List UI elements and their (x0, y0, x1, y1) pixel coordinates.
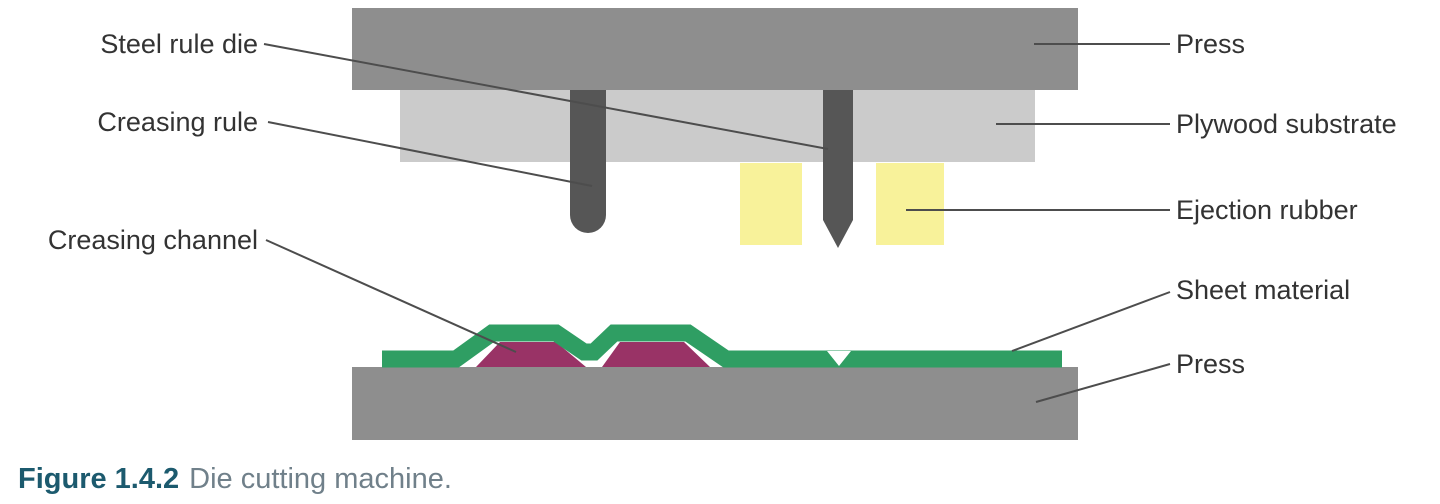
creasing-rule-shape (570, 90, 606, 233)
label-plywood-substrate: Plywood substrate (1176, 109, 1397, 139)
leader-line-press-bottom (1035, 363, 1171, 403)
leader-line-steel-rule-die (263, 43, 829, 150)
label-creasing-channel: Creasing channel (47, 225, 258, 255)
sheet-cut-notch (827, 351, 851, 366)
figure-caption-number: Figure 1.4.2 (18, 463, 180, 495)
press-top-shape (352, 8, 1078, 90)
ejection-rubber-left-shape (740, 163, 802, 245)
label-press-top: Press (1176, 29, 1246, 59)
label-sheet-material: Sheet material (1176, 275, 1351, 305)
figure-caption: Figure 1.4.2 Die cutting machine. (18, 462, 452, 496)
press-bottom-shape (352, 367, 1078, 440)
label-steel-rule-die: Steel rule die (100, 29, 258, 59)
figure-caption-text: Die cutting machine. (189, 463, 452, 495)
sheet-material-shape (382, 324, 1062, 368)
creasing-channel-right-shape (602, 342, 710, 367)
leader-line-sheet-material (1011, 291, 1171, 352)
creasing-channel-left-shape (476, 342, 586, 367)
label-creasing-rule: Creasing rule (97, 107, 258, 137)
leader-line-creasing-rule (267, 121, 593, 187)
leader-line-creasing-channel (265, 239, 517, 353)
label-ejection-rubber: Ejection rubber (1176, 195, 1358, 225)
steel-rule-die-shape (823, 90, 853, 248)
ejection-rubber-right-shape (876, 163, 944, 245)
label-press-bottom: Press (1176, 349, 1246, 379)
plywood-substrate-shape (400, 90, 1035, 162)
